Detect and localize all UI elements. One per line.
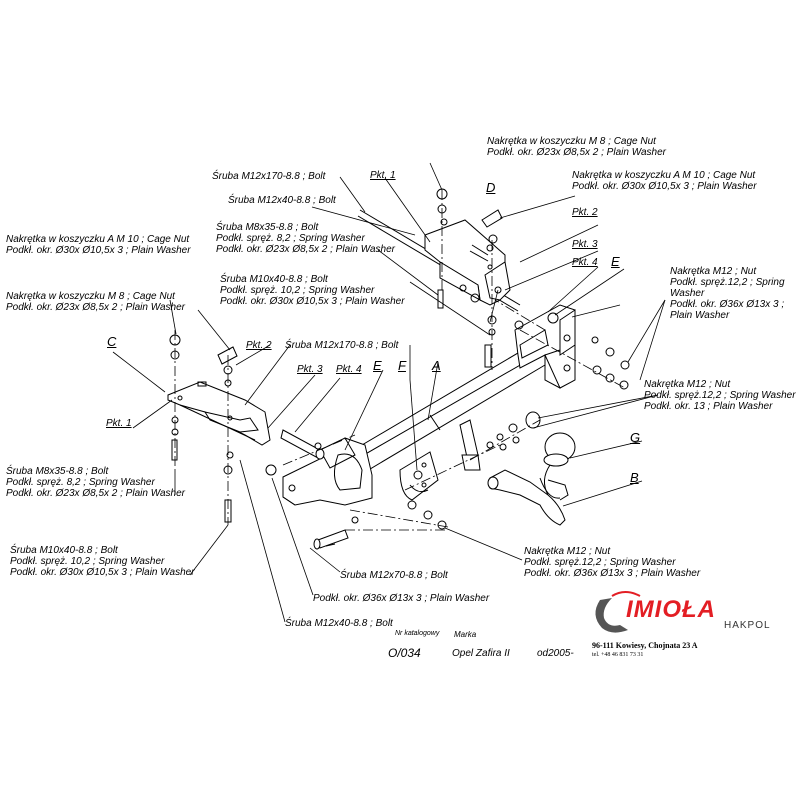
part-label-e-left: E (373, 358, 382, 373)
part-label-f: F (398, 358, 406, 373)
brand-logo-sub: HAKPOL (724, 620, 771, 631)
note-bolt-m12x40-top: Śruba M12x40-8.8 ; Bolt (228, 195, 336, 206)
pkt-1-left: Pkt. 1 (106, 418, 132, 429)
company-address: 96-111 Kowiesy, Chojnata 23 A (592, 641, 698, 650)
part-label-c: C (107, 334, 117, 349)
pkt-4-top: Pkt. 4 (572, 257, 598, 268)
part-label-b: B (630, 470, 639, 485)
pkt-1-top: Pkt. 1 (370, 170, 396, 181)
leader-lines (112, 162, 666, 623)
part-label-g: G (630, 430, 641, 445)
production-year: od2005- (537, 648, 574, 659)
top-bracket (424, 219, 511, 306)
pkt-3-top: Pkt. 3 (572, 239, 598, 250)
right-bracket (514, 304, 576, 389)
company-phone: tel. +48 46 831 73 31 (592, 652, 644, 658)
note-bolt-m12x170-left: Śruba M12x170-8.8 ; Bolt (285, 340, 399, 351)
brand-logo-text: IMIOŁA (626, 596, 716, 623)
part-label-d: D (486, 180, 496, 195)
part-label-e-right: E (611, 254, 620, 269)
left-plate (167, 381, 271, 446)
axis-lines (174, 190, 626, 531)
car-model: Opel Zafira II (452, 648, 510, 659)
note-bolt-m12x170-top: Śruba M12x170-8.8 ; Bolt (212, 171, 326, 182)
pkt-2-top: Pkt. 2 (572, 207, 598, 218)
fasteners (169, 188, 630, 530)
rod-left (280, 429, 325, 460)
imiola-logo-mark (595, 591, 641, 633)
pkt-3-left: Pkt. 3 (297, 364, 323, 375)
socket-plate (459, 419, 481, 471)
catalog-header: Nr katalogowy (395, 630, 440, 637)
pkt-4-left: Pkt. 4 (336, 364, 362, 375)
note-bolt-m12x40-bottom: Śruba M12x40-8.8 ; Bolt (285, 618, 393, 629)
swan-neck-bar (487, 469, 569, 526)
note-bolt-m12x70: Śruba M12x70-8.8 ; Bolt (340, 570, 448, 581)
ball-mount-plate (399, 451, 439, 501)
pkt-2-left: Pkt. 2 (246, 340, 272, 351)
brand-header: Marka (454, 630, 477, 639)
note-plain-washer-36: Podkł. okr. Ø36x Ø13x 3 ; Plain Washer (313, 593, 490, 604)
left-bracket (282, 437, 373, 506)
bottom-bolt (313, 529, 349, 550)
ball-neck (539, 432, 576, 509)
part-label-a: A (432, 358, 441, 373)
catalog-number: O/034 (388, 646, 421, 660)
